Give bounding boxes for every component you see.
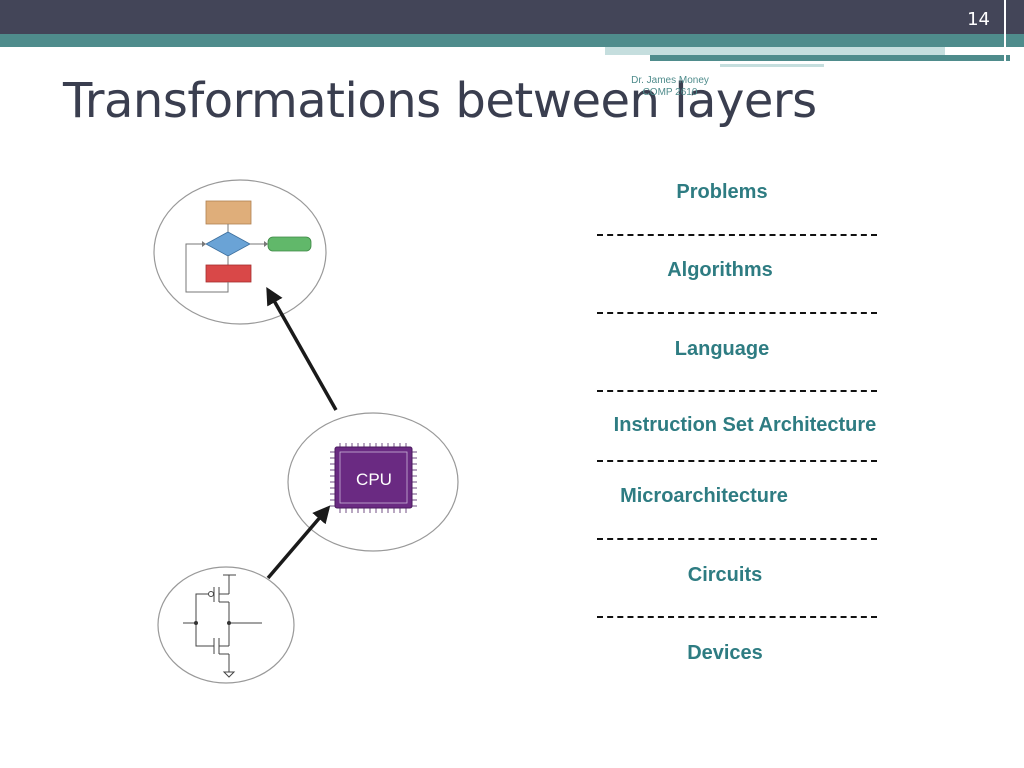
layer-devices: Devices	[687, 642, 763, 664]
layer-algorithms: Algorithms	[667, 259, 773, 281]
accent-strip-thin	[720, 64, 824, 67]
layer-divider	[597, 460, 877, 462]
slide-footer: Dr. James Money COMP 2610	[612, 75, 728, 99]
cpu-chip-icon: CPU	[330, 443, 417, 513]
layer-divider	[597, 234, 877, 236]
footer-author: Dr. James Money	[631, 75, 709, 86]
circuit-circle	[157, 566, 295, 684]
slide-title: Transformations between layers	[63, 73, 817, 129]
flowchart-process-box	[205, 200, 252, 225]
layer-divider	[597, 312, 877, 314]
layer-divider	[597, 390, 877, 392]
teal-band	[0, 34, 1024, 47]
flowchart-circle	[153, 179, 327, 325]
slide-number: 14	[967, 9, 990, 30]
arrow-to-cpu	[266, 505, 331, 580]
flowchart-icon	[185, 200, 312, 293]
accent-strip-light	[605, 47, 945, 55]
layer-isa: Instruction Set Architecture	[613, 414, 877, 436]
flowchart-terminal	[267, 236, 312, 252]
cpu-chip-label: CPU	[356, 470, 392, 489]
accent-strip	[650, 55, 1010, 61]
layer-language: Language	[674, 338, 770, 360]
top-bar	[0, 0, 1024, 34]
layer-divider	[597, 538, 877, 540]
arrow-to-flowchart	[266, 286, 338, 411]
layer-circuits: Circuits	[687, 564, 763, 586]
flowchart-end-box	[205, 264, 252, 283]
layer-divider	[597, 616, 877, 618]
layer-problems: Problems	[676, 181, 768, 203]
layer-microarchitecture: Microarchitecture	[620, 485, 788, 507]
footer-course: COMP 2610	[642, 87, 698, 98]
vertical-rule	[1004, 0, 1006, 70]
